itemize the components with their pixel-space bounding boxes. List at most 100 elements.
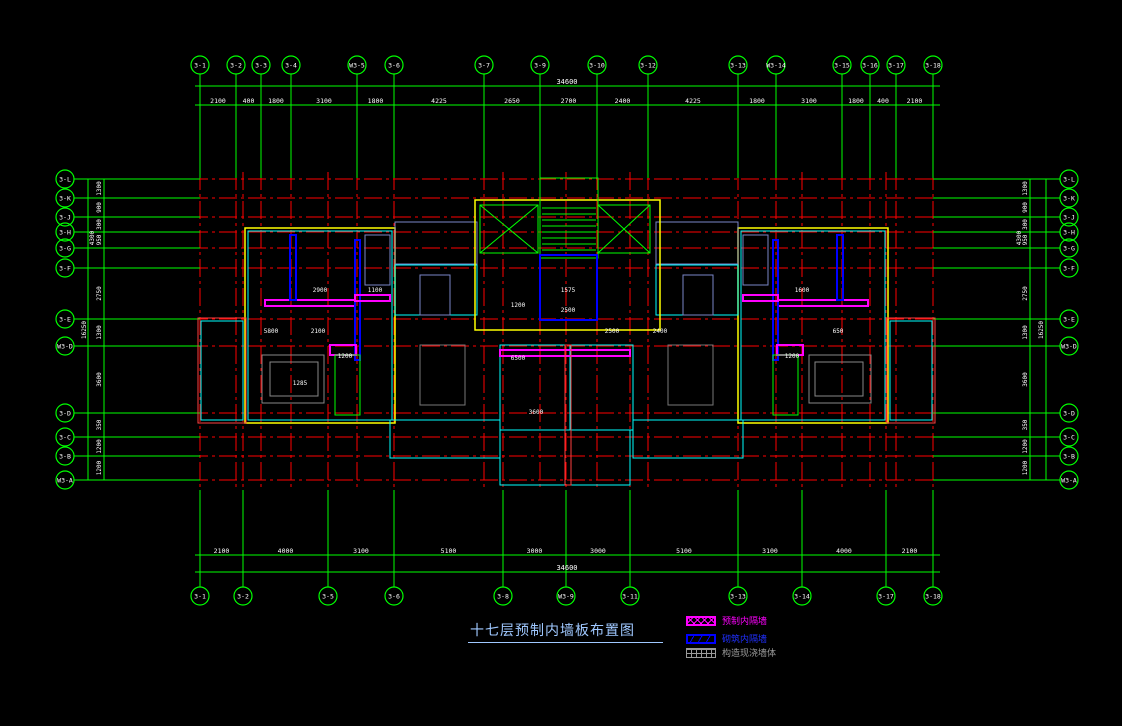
room-dimension-label: 1100	[368, 287, 383, 294]
top-dimension-label: 400	[243, 97, 255, 105]
top-dimension-label: 1800	[749, 97, 765, 105]
top-axis-label: 3-1	[194, 62, 206, 70]
right-dimension-label: 1300	[1022, 181, 1029, 196]
balcony-inner	[889, 320, 933, 421]
room-dimension-label: 1600	[795, 287, 810, 294]
top-axis-label: 3-15	[834, 62, 850, 70]
balcony-outline	[886, 317, 936, 424]
bottom-dimension-label: 3000	[527, 547, 543, 555]
right-axis-label: 3-L	[1063, 176, 1075, 184]
room-dimension-label: 2100	[311, 328, 326, 335]
core-wall	[474, 199, 661, 331]
bottom-axis-label: 3-5	[322, 593, 334, 601]
top-dimension-label: 4225	[685, 97, 701, 105]
top-axis-label: 3-7	[478, 62, 490, 70]
exterior-wall-inner	[740, 230, 886, 421]
bottom-axis-label: 3-14	[794, 593, 810, 601]
right-axis-label: 3-C	[1063, 434, 1075, 442]
top-dimension-label: 2100	[210, 97, 226, 105]
room-wall	[569, 344, 634, 431]
bottom-dimension-label: 2100	[902, 547, 918, 555]
left-dimension-label: 900	[96, 202, 103, 213]
toilet-fixtures	[742, 234, 769, 286]
precast-wall-swatch	[686, 615, 716, 626]
right-axis-label: 3-H	[1063, 229, 1075, 237]
room-dimension-label: 5800	[264, 328, 279, 335]
top-dimension-label: 2650	[504, 97, 520, 105]
right-subtotal-dimension: 4300	[1016, 230, 1023, 245]
top-axis-label: 3-6	[388, 62, 400, 70]
left-axis-label: 3-F	[59, 265, 71, 273]
top-axis-label: W3-5	[349, 62, 365, 70]
left-axis-label: W3-D	[57, 343, 73, 351]
legend-item-masonry-wall: 砌筑内隔墙	[686, 632, 767, 645]
bottom-dimension-label: 4000	[278, 547, 294, 555]
room-dimension-label: 2400	[653, 328, 668, 335]
bed	[808, 354, 872, 404]
room-dimension-label: 1575	[561, 287, 576, 294]
top-axis-label: 3-13	[730, 62, 746, 70]
legend-item-cast-wall: 构造现浇墙体	[686, 646, 776, 659]
left-dimension-label: 3600	[96, 372, 103, 387]
right-axis-label: 3-E	[1063, 316, 1075, 324]
masonry-wall	[836, 234, 844, 301]
room-wall	[394, 264, 478, 316]
toilet-fixtures	[364, 234, 391, 286]
room-wall	[655, 264, 739, 316]
top-dimension-label: 400	[877, 97, 889, 105]
right-dimension-label: 350	[1022, 419, 1029, 430]
stair-well	[539, 177, 599, 259]
left-axis-label: W3-A	[57, 477, 73, 485]
room-dimension-label: 650	[833, 328, 844, 335]
right-axis-label: 3-F	[1063, 265, 1075, 273]
cast-wall-swatch	[686, 647, 716, 658]
right-axis-label: 3-B	[1063, 453, 1075, 461]
center-wall	[564, 344, 572, 486]
top-dimension-label: 2700	[561, 97, 577, 105]
left-axis-label: 3-K	[59, 195, 71, 203]
right-dimension-label: 1300	[1022, 325, 1029, 340]
precast-wall	[264, 299, 356, 307]
bed-mattress	[269, 361, 319, 397]
dining-table	[419, 274, 451, 316]
exterior-wall	[244, 227, 396, 424]
legend-label: 预制内隔墙	[722, 617, 768, 627]
top-dimension-label: 2100	[907, 97, 923, 105]
left-axis-label: 3-E	[59, 316, 71, 324]
bottom-axis-label: 3-1	[194, 593, 206, 601]
masonry-wall-swatch	[686, 633, 716, 644]
left-axis-label: 3-H	[59, 229, 71, 237]
bottom-axis-label: 3-2	[237, 593, 249, 601]
left-dimension-label: 1200	[96, 460, 103, 475]
room-dimension-label: 2500	[605, 328, 620, 335]
right-axis-label: 3-J	[1063, 214, 1075, 222]
sofa-area	[667, 344, 714, 406]
bottom-total-dimension: 34600	[556, 564, 577, 572]
right-axis-label: 3-D	[1063, 410, 1075, 418]
top-dimension-label: 1800	[848, 97, 864, 105]
room-dimension-label: 1285	[293, 380, 308, 387]
top-dimension-label: 1800	[268, 97, 284, 105]
dining-table	[682, 274, 714, 316]
legend-item-precast-wall: 预制内隔墙	[686, 614, 767, 627]
right-axis-label: W3-D	[1061, 343, 1077, 351]
room-wall	[499, 344, 566, 431]
precast-wall	[742, 294, 779, 302]
balcony-outline	[197, 317, 247, 424]
right-dimension-label: 2750	[1022, 286, 1029, 301]
top-axis-label: 3-10	[589, 62, 605, 70]
legend-label: 构造现浇墙体	[722, 649, 777, 659]
top-dimension-label: 4225	[431, 97, 447, 105]
bottom-dimension-label: 5100	[441, 547, 457, 555]
masonry-wall	[539, 254, 598, 321]
left-dimension-label: 300	[96, 219, 103, 230]
elevator-cross	[479, 204, 539, 254]
bottom-dimension-label: 3000	[590, 547, 606, 555]
top-axis-label: W3-14	[766, 62, 786, 70]
drawing-title: 十七层预制内墙板布置图	[470, 623, 635, 639]
bottom-axis-label: 3-8	[497, 593, 509, 601]
bottom-axis-label: 3-11	[622, 593, 638, 601]
elevator-shaft	[479, 204, 539, 254]
right-dimension-label: 1200	[1022, 460, 1029, 475]
